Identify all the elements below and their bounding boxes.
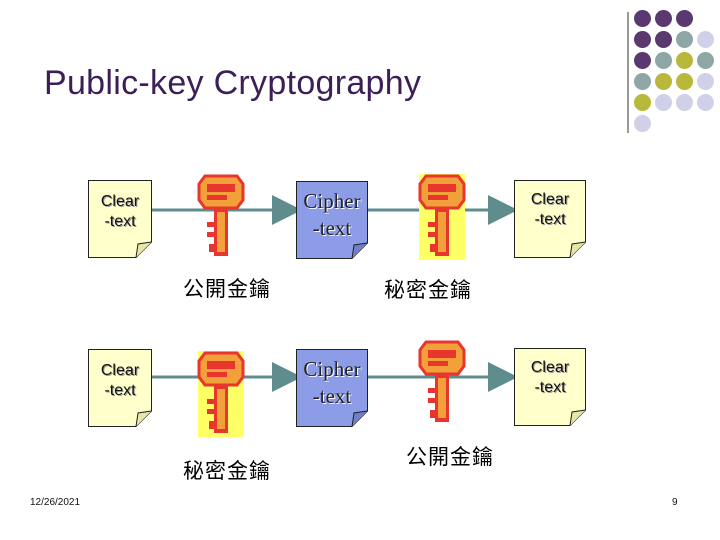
key-label-public: 公開金鑰 bbox=[183, 277, 271, 301]
clear-text-note-input: Clear -text bbox=[88, 349, 152, 427]
dot bbox=[634, 31, 651, 48]
slide-title: Public-key Cryptography bbox=[44, 64, 422, 102]
note-shape bbox=[514, 348, 586, 426]
dot bbox=[634, 115, 651, 132]
dot bbox=[634, 73, 651, 90]
clear-text-note-output: Clear -text bbox=[514, 348, 586, 426]
cipher-text-note: Cipher -text bbox=[296, 349, 368, 427]
clear-text-note-input: Clear -text bbox=[88, 180, 152, 258]
note-line1: Clear bbox=[530, 191, 570, 208]
key-label-public: 公開金鑰 bbox=[406, 445, 494, 469]
dot bbox=[655, 31, 672, 48]
note-line2: -text bbox=[104, 382, 136, 399]
note-line2: -text bbox=[312, 216, 352, 240]
dot bbox=[676, 31, 693, 48]
dot bbox=[697, 31, 714, 48]
dot bbox=[634, 10, 651, 27]
note-line1: Clear bbox=[530, 359, 570, 376]
dot bbox=[697, 73, 714, 90]
dot bbox=[676, 94, 693, 111]
dot bbox=[655, 94, 672, 111]
note-line1: Cipher bbox=[303, 189, 361, 213]
note-line1: Clear bbox=[100, 193, 140, 210]
key-icon bbox=[197, 174, 245, 256]
note-line2: -text bbox=[534, 379, 566, 396]
dot bbox=[676, 73, 693, 90]
note-shape bbox=[296, 181, 368, 259]
footer-date: 12/26/2021 bbox=[30, 497, 81, 508]
dot bbox=[676, 52, 693, 69]
note-line1: Cipher bbox=[303, 357, 361, 381]
key-label-private: 秘密金鑰 bbox=[384, 278, 472, 302]
note-shape bbox=[88, 180, 152, 258]
note-line2: -text bbox=[104, 213, 136, 230]
note-line2: -text bbox=[312, 384, 352, 408]
title-divider-vertical bbox=[627, 12, 629, 133]
dot bbox=[634, 52, 651, 69]
dot bbox=[697, 52, 714, 69]
dot bbox=[655, 52, 672, 69]
dot bbox=[634, 94, 651, 111]
dot bbox=[655, 73, 672, 90]
cipher-text-note: Cipher -text bbox=[296, 181, 368, 259]
dot bbox=[697, 94, 714, 111]
dot bbox=[676, 10, 693, 27]
note-shape bbox=[296, 349, 368, 427]
clear-text-note-output: Clear -text bbox=[514, 180, 586, 258]
note-shape bbox=[514, 180, 586, 258]
key-icon bbox=[418, 340, 466, 422]
dot bbox=[655, 10, 672, 27]
note-shape bbox=[88, 349, 152, 427]
key-highlighted-icon bbox=[418, 174, 466, 256]
key-label-private: 秘密金鑰 bbox=[183, 459, 271, 483]
key-highlighted-icon bbox=[197, 351, 245, 433]
page-number: 9 bbox=[672, 497, 678, 508]
note-line2: -text bbox=[534, 211, 566, 228]
note-line1: Clear bbox=[100, 362, 140, 379]
